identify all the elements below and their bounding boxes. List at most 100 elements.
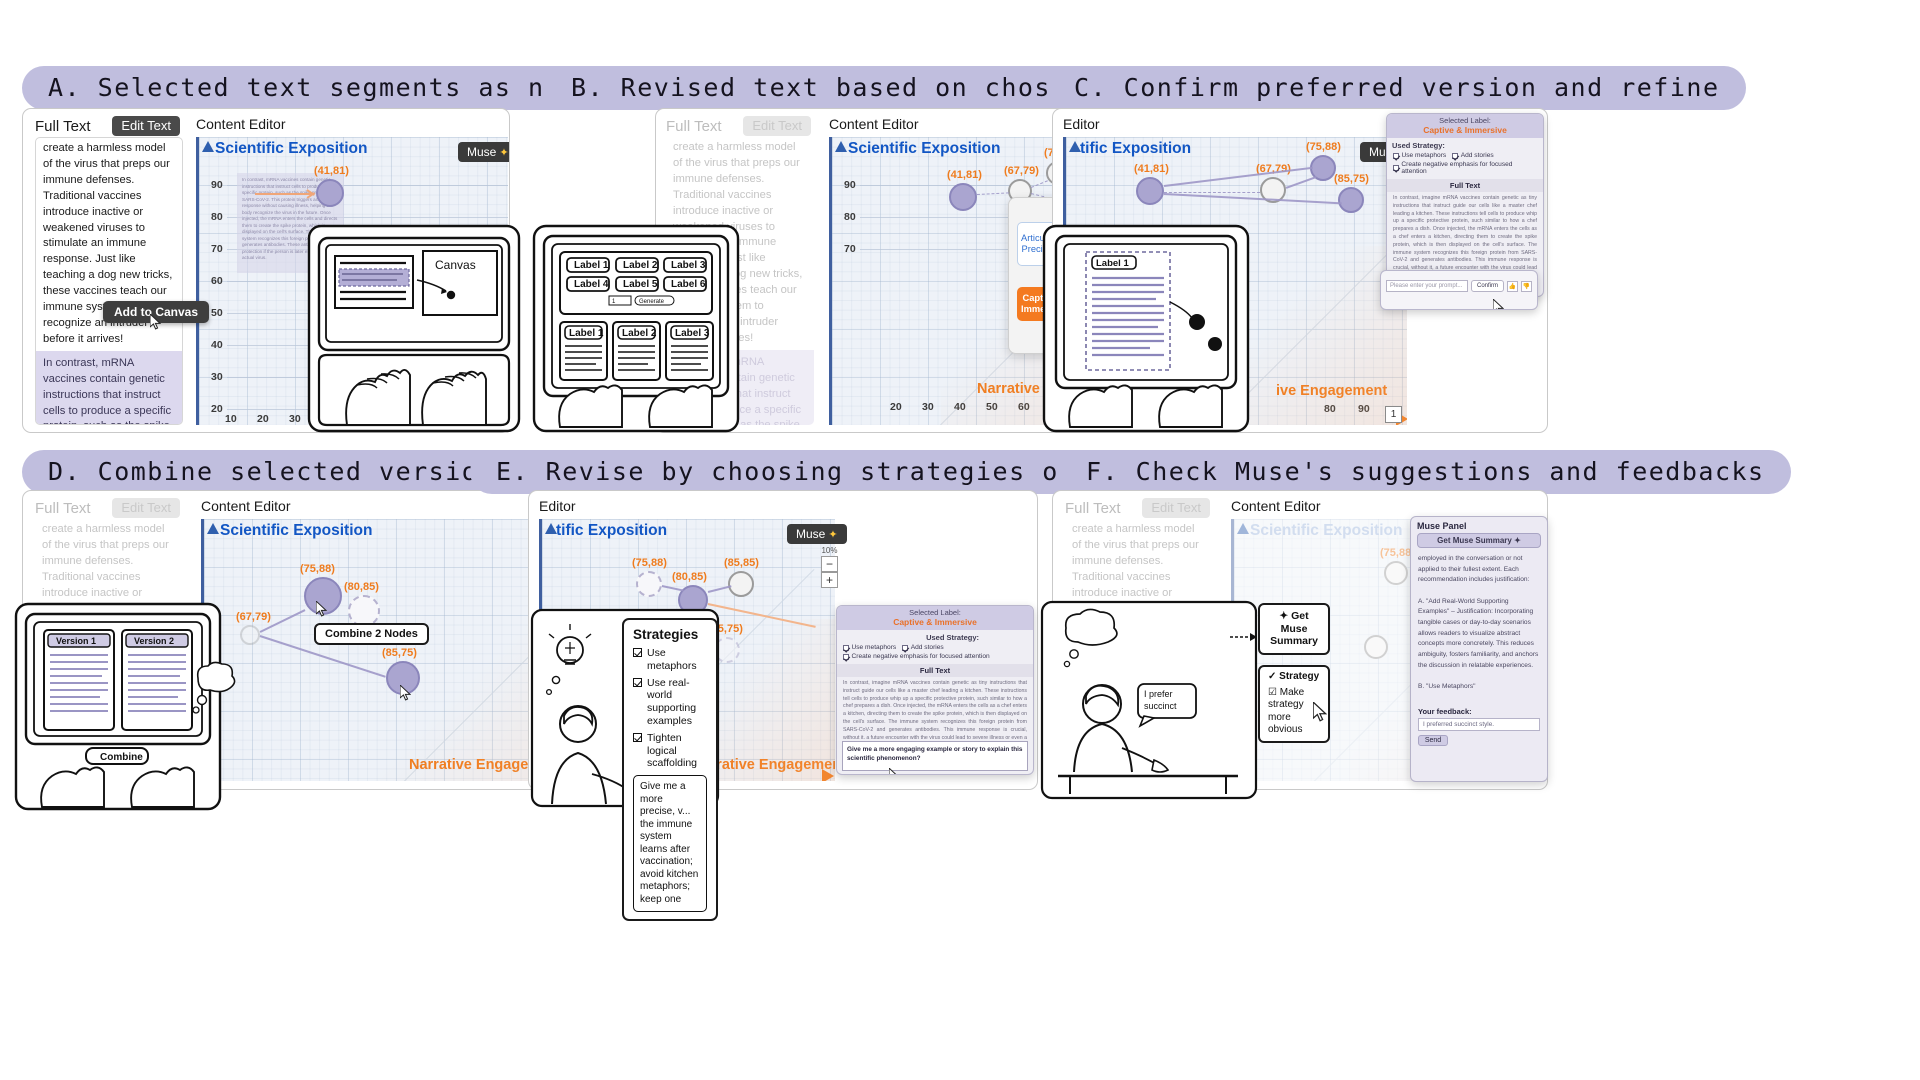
node-coord-67-79-d: (67,79) <box>236 611 271 623</box>
node-coord-80-85-d: (80,85) <box>344 581 379 593</box>
page-badge-c[interactable]: 1 <box>1385 406 1402 423</box>
sketch-combine-button: Combine <box>100 752 143 763</box>
feedback-input[interactable]: I preferred succinct style. <box>1418 718 1540 731</box>
thumbs-down-icon-e[interactable]: 👎 <box>1017 775 1028 776</box>
combine-2-nodes-tooltip[interactable]: Combine 2 Nodes <box>314 623 429 645</box>
thumbs-up-icon-e[interactable]: 👍 <box>1003 775 1014 776</box>
canvas-node-67-79-d[interactable] <box>240 625 260 645</box>
thumbs-up-icon-c2[interactable]: 👍 <box>1507 280 1518 292</box>
full-text-label-b: Full Text <box>666 117 722 135</box>
y-tick-50: 50 <box>211 307 223 319</box>
send-button[interactable]: Send <box>1418 735 1448 746</box>
full-text-body-a[interactable]: create a harmless model of the virus tha… <box>35 137 183 425</box>
regenerate-button-e[interactable]: Regenerate <box>927 774 970 775</box>
canvas-node-41-81[interactable] <box>316 179 344 207</box>
svg-text:1: 1 <box>612 299 616 305</box>
selected-full-text-body[interactable]: In contrast, imagine mRNA vaccines conta… <box>1393 195 1537 276</box>
x-axis-title-e: Narrative Engagement <box>692 757 835 773</box>
content-editor-label-a: Content Editor <box>196 116 286 132</box>
prompt-row-e[interactable]: Regenerate Apply 👍 👎 <box>837 771 1033 776</box>
thumbs-down-icon-c2[interactable]: 👎 <box>1521 280 1532 292</box>
strategy-check-metaphors-e[interactable]: Use metaphors <box>843 644 896 651</box>
node-coord-75-88-c: (75,88) <box>1306 141 1341 153</box>
prompt-row-c2[interactable]: Please enter your prompt... Confirm 👍 👎 <box>1381 271 1537 297</box>
zoom-in-button-e[interactable]: + <box>821 572 838 588</box>
y-axis-arrow-icon-f <box>1237 523 1249 534</box>
y-axis-title-e: tific Exposition <box>556 522 668 539</box>
strategy-item-metaphors[interactable]: Use metaphors <box>633 647 707 673</box>
zoom-out-button-e[interactable]: − <box>821 556 838 572</box>
checkbox-icon <box>633 648 642 657</box>
canvas-node-67-79-f[interactable] <box>1364 635 1388 659</box>
selected-label-panel-c-back[interactable]: Please enter your prompt... Confirm 👍 👎 <box>1380 270 1538 310</box>
strategy-check-negative-emphasis[interactable]: Create negative emphasis for focused att… <box>1393 161 1537 175</box>
content-editor-label-d: Content Editor <box>201 498 291 514</box>
edit-text-button-f[interactable]: Edit Text <box>1142 498 1210 518</box>
strategy-check-negative-emphasis-e[interactable]: Create negative emphasis for focused att… <box>843 653 990 660</box>
strategy-card-item-f: ☑ Make strategy more obvious <box>1268 686 1305 736</box>
canvas-node-75-88-e[interactable] <box>636 571 662 597</box>
selected-label-header: Selected Label: Captive & Immersive <box>1387 114 1543 138</box>
strategies-card-e[interactable]: Strategies Use metaphors Use real-world … <box>622 618 718 922</box>
used-strategy-row-1[interactable]: Use metaphors Add stories <box>1387 151 1543 160</box>
selected-full-text-body-e[interactable]: In contrast, imagine mRNA vaccines conta… <box>843 680 1027 739</box>
cursor-icon-f <box>1313 702 1327 722</box>
muse-button-a[interactable]: Muse✦ <box>458 142 509 162</box>
sketch-monitor-a: Canvas <box>305 222 523 434</box>
cursor-icon-c <box>1493 299 1504 309</box>
edit-text-button[interactable]: Edit Text <box>112 116 180 136</box>
node-coord-75-88-d: (75,88) <box>300 563 335 575</box>
edit-text-button-b[interactable]: Edit Text <box>743 116 811 136</box>
strategies-card-prompt[interactable]: Give me a more precise, v... the immune … <box>633 775 707 913</box>
canvas-node-80-85-d[interactable] <box>348 595 380 627</box>
content-editor-label-e: Editor <box>539 498 576 514</box>
edit-text-button-d[interactable]: Edit Text <box>112 498 180 518</box>
full-text-paragraph-2[interactable]: In contrast, mRNA vaccines contain genet… <box>36 350 182 424</box>
selected-label-panel-e[interactable]: Selected Label: Captive & Immersive Used… <box>836 605 1034 775</box>
muse-panel-title: Muse Panel <box>1417 521 1467 531</box>
full-text-label-f: Full Text <box>1065 499 1121 517</box>
canvas-node-41-81-b[interactable] <box>949 183 977 211</box>
y-axis-arrow-icon <box>202 141 214 152</box>
sparkle-icon-f2: ✦ <box>1279 610 1289 622</box>
muse-button-label-e: Muse <box>796 527 826 541</box>
y-tick-30: 30 <box>211 371 223 383</box>
selected-label-panel-c[interactable]: Selected Label: Captive & Immersive Used… <box>1386 113 1544 297</box>
used-strategy-row-1-e[interactable]: Use metaphors Add stories <box>837 643 1033 652</box>
canvas-node-75-88-f[interactable] <box>1384 561 1408 585</box>
x-tick-60-b: 60 <box>1018 401 1030 413</box>
prompt-input-c2[interactable]: Please enter your prompt... <box>1386 280 1468 292</box>
get-muse-summary-card[interactable]: ✦ Get Muse Summary <box>1258 603 1330 655</box>
used-strategy-row-2[interactable]: Create negative emphasis for focused att… <box>1387 160 1543 176</box>
full-text-header-f: Full Text Edit Text <box>1065 498 1210 518</box>
full-text-label: Full Text <box>35 117 91 135</box>
used-strategy-row-2-e[interactable]: Create negative emphasis for focused att… <box>837 652 1033 661</box>
add-to-canvas-tooltip[interactable]: Add to Canvas <box>103 301 210 323</box>
muse-panel-f[interactable]: Muse Panel Get Muse Summary ✦ employed i… <box>1410 516 1548 782</box>
confirm-button-c[interactable]: Confirm <box>1470 280 1504 292</box>
full-text-body-b[interactable]: create a harmless model of the virus tha… <box>666 137 814 425</box>
checkbox-icon <box>1393 165 1399 171</box>
used-strategy-label: Used Strategy: <box>1392 141 1445 150</box>
strategy-item-examples[interactable]: Use real-world supporting examples <box>633 677 707 728</box>
x-tick-50-b: 50 <box>986 401 998 413</box>
strategy-check-stories[interactable]: Add stories <box>1452 152 1494 159</box>
zoom-control-e[interactable]: 10% − + <box>821 546 838 588</box>
canvas-node-41-81-c[interactable] <box>1136 177 1164 205</box>
canvas-node-85-85-e[interactable] <box>728 571 754 597</box>
get-muse-summary-button[interactable]: Get Muse Summary ✦ <box>1417 533 1541 548</box>
strategy-card-f[interactable]: ✓ Strategy ☑ Make strategy more obvious <box>1258 665 1330 743</box>
strategy-check-metaphors[interactable]: Use metaphors <box>1393 152 1446 159</box>
content-editor-label-c: Editor <box>1063 116 1100 132</box>
strategy-check-stories-e[interactable]: Add stories <box>902 644 944 651</box>
canvas-node-85-75-c[interactable] <box>1338 187 1364 213</box>
node-coord-41-81: (41,81) <box>314 165 349 177</box>
muse-panel-body: employed in the conversation or not appl… <box>1418 555 1539 691</box>
apply-button-e[interactable]: Apply <box>973 774 1000 775</box>
panel-title-d: D. Combine selected versions <box>22 450 538 494</box>
prompt-textarea-e[interactable]: Give me a more engaging example or story… <box>842 741 1028 771</box>
muse-button-e[interactable]: Muse✦ <box>787 524 847 544</box>
sketch-monitor-c: Label 1 <box>1040 222 1252 434</box>
strategy-item-scaffolding[interactable]: Tighten logical scaffolding <box>633 732 707 770</box>
cursor-icon-e2 <box>889 768 897 774</box>
